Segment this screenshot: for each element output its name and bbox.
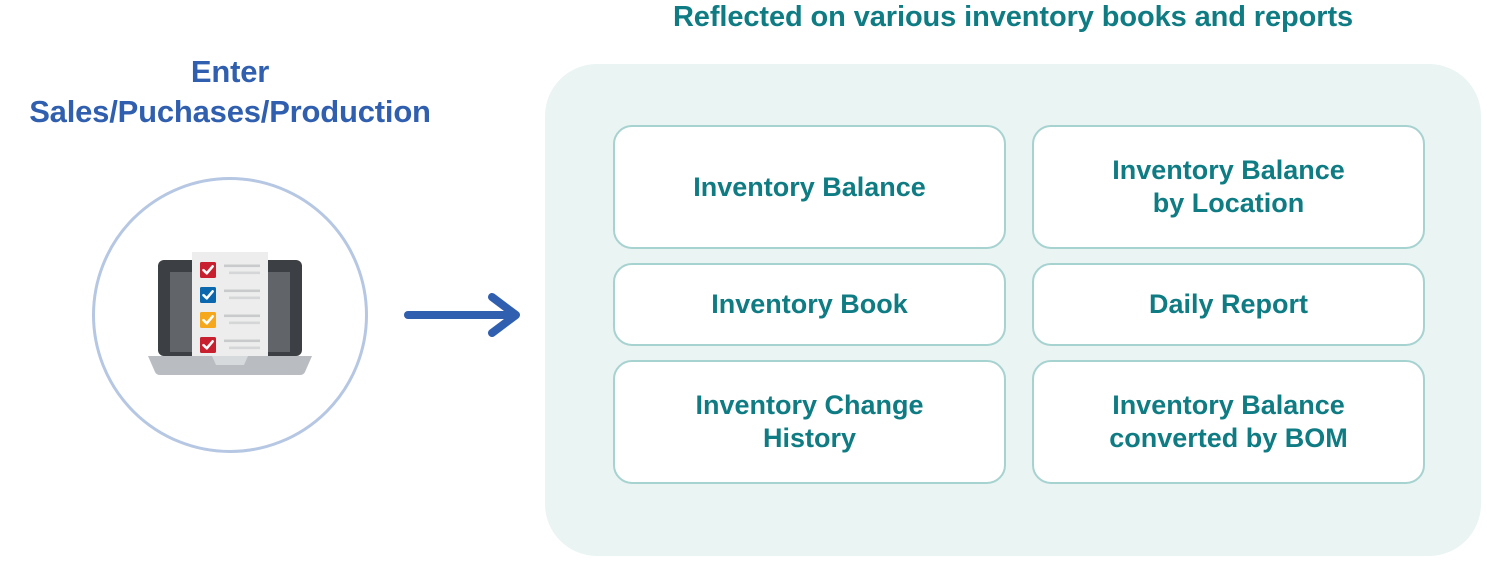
enter-title: Enter Sales/Puchases/Production [29, 54, 431, 129]
report-card-inventory-balance[interactable]: Inventory Balance [613, 125, 1006, 249]
report-card-daily-report[interactable]: Daily Report [1032, 263, 1425, 346]
input-stage: Enter Sales/Puchases/Production [0, 0, 540, 568]
reports-heading: Reflected on various inventory books and… [672, 1, 1354, 33]
report-card-inventory-change-history[interactable]: Inventory Change History [613, 360, 1006, 484]
report-card-grid: Inventory Balance Inventory Balance by L… [613, 125, 1425, 484]
report-card-inventory-book[interactable]: Inventory Book [613, 263, 1006, 346]
report-card-inventory-balance-by-location[interactable]: Inventory Balance by Location [1032, 125, 1425, 249]
laptop-checklist-icon [146, 252, 314, 378]
right-arrow-icon [404, 292, 528, 338]
reports-panel: Inventory Balance Inventory Balance by L… [545, 64, 1481, 556]
report-card-inventory-balance-converted-by-bom[interactable]: Inventory Balance converted by BOM [1032, 360, 1425, 484]
